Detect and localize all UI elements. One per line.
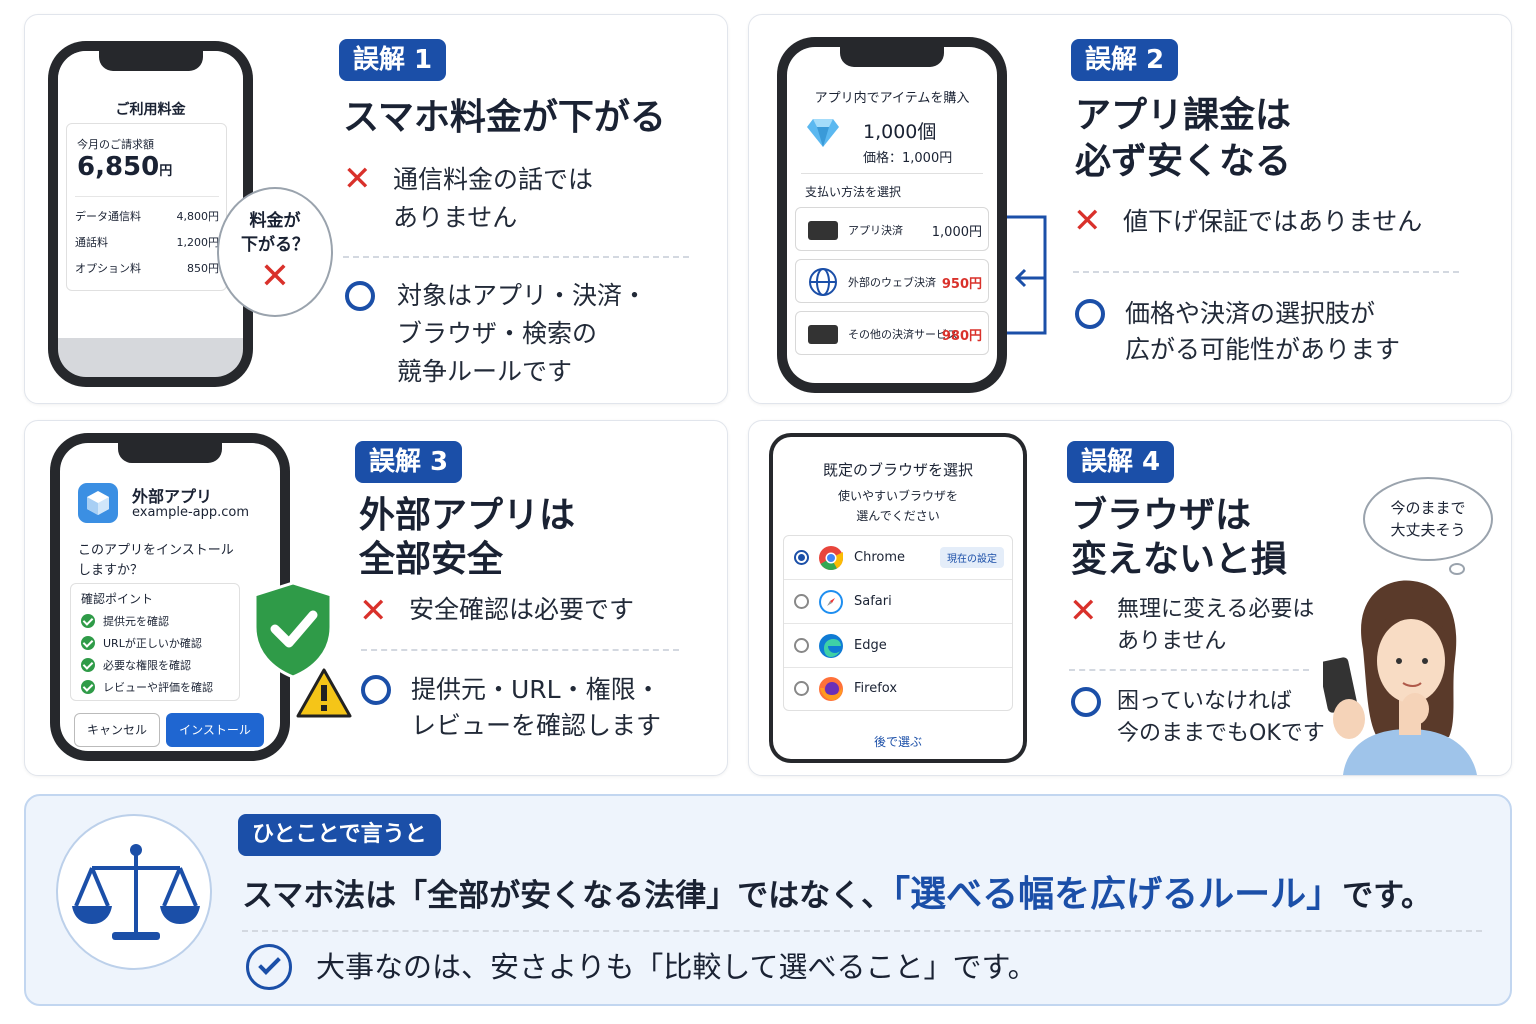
chrome-icon (818, 545, 844, 571)
scale-icon (72, 844, 200, 940)
summary-sub: 大事なのは、安さよりも「比較して選べること」です。 (316, 950, 1037, 984)
circle-icon (345, 281, 375, 311)
payment-option-app[interactable]: アプリ決済 1,000円 (795, 207, 989, 251)
safari-icon (818, 589, 844, 615)
browser-option-chrome[interactable]: Chrome 現在の設定 (784, 536, 1012, 580)
divider (1073, 271, 1459, 273)
myth-title-line: 必ず安くなる (1075, 141, 1292, 182)
shield-icon (249, 579, 337, 679)
diamond-icon (805, 115, 841, 151)
browser-option-firefox[interactable]: Firefox (784, 668, 1012, 710)
x-icon: ✕ (359, 591, 388, 631)
summary-panel: ひとことで言うと スマホ法は「全部が安くなる法律」ではなく、「選べる幅を広げるル… (24, 794, 1512, 1006)
myth-title-line: 全部安全 (359, 539, 504, 580)
radio-button[interactable] (794, 681, 809, 696)
myth-card-4: 既定のブラウザを選択 使いやすいブラウザを 選んでください Chrome 現在の… (748, 420, 1512, 776)
card-icon (808, 325, 838, 344)
myth-card-2: アプリ内でアイテムを購入 1,000個 価格：1,000円 支払い方法を選択 ア… (748, 14, 1512, 404)
woman-illustration (1318, 569, 1483, 775)
phone-install: 外部アプリ example-app.com このアプリをインストール しますか？… (50, 433, 290, 761)
summary-main: スマホ法は「全部が安くなる法律」ではなく、「選べる幅を広げるルール」です。 (242, 874, 1432, 915)
myth-title-line: アプリ課金は (1075, 95, 1292, 136)
bill-label: 今月のご請求額 (77, 138, 154, 151)
divider (361, 649, 679, 651)
billing-header: ご利用料金 (115, 102, 186, 118)
warning-icon (295, 667, 353, 719)
check-icon (81, 658, 95, 672)
bracket-arrow (1007, 215, 1049, 335)
myth-tag: 誤解 1 (339, 39, 447, 81)
install-button[interactable]: インストール (166, 713, 264, 747)
divider (1069, 669, 1309, 671)
check-icon (81, 680, 95, 694)
thought-bubble: 今のままで 大丈夫そう (1363, 477, 1493, 561)
speech-bubble: 料金が 下がる？ ✕ (217, 187, 333, 317)
x-icon: ✕ (259, 256, 291, 297)
circle-icon (361, 675, 391, 705)
radio-button[interactable] (794, 594, 809, 609)
check-icon (81, 636, 95, 650)
browser-option-edge[interactable]: Edge (784, 624, 1012, 668)
myth-tag: 誤解 4 (1067, 441, 1175, 483)
globe-icon (808, 267, 838, 297)
divider (242, 930, 1482, 932)
scale-emblem (56, 814, 212, 970)
myth-title-line: ブラウザは (1071, 495, 1252, 536)
circle-icon (1071, 687, 1101, 717)
phone-browser-choice: 既定のブラウザを選択 使いやすいブラウザを 選んでください Chrome 現在の… (769, 433, 1027, 763)
browser-option-safari[interactable]: Safari (784, 580, 1012, 624)
x-icon: ✕ (1073, 201, 1102, 241)
myth-tag: 誤解 3 (355, 441, 463, 483)
circle-icon (1075, 299, 1105, 329)
phone-purchase: アプリ内でアイテムを購入 1,000個 価格：1,000円 支払い方法を選択 ア… (777, 37, 1007, 393)
myth-card-3: 外部アプリ example-app.com このアプリをインストール しますか？… (24, 420, 728, 776)
app-icon (78, 483, 118, 523)
check-icon (81, 614, 95, 628)
summary-tag: ひとことで言うと (238, 814, 441, 856)
check-circle-icon (246, 944, 292, 990)
myth-tag: 誤解 2 (1071, 39, 1179, 81)
x-icon: ✕ (343, 159, 372, 199)
myth-title-line: 変えないと損 (1071, 539, 1288, 580)
card-icon (808, 221, 838, 240)
current-setting-badge: 現在の設定 (940, 547, 1004, 568)
x-icon: ✕ (1069, 591, 1098, 631)
edge-icon (818, 633, 844, 659)
myth-title: スマホ料金が下がる (343, 97, 666, 138)
radio-button[interactable] (794, 550, 809, 565)
payment-option-web[interactable]: 外部のウェブ決済 950円 (795, 259, 989, 303)
choose-later-link[interactable]: 後で選ぶ (873, 735, 922, 749)
myth-title-line: 外部アプリは (359, 495, 576, 536)
browser-list: Chrome 現在の設定 Safari Edge (783, 535, 1013, 711)
bill-amount: 6,850円 (77, 152, 173, 182)
radio-button[interactable] (794, 638, 809, 653)
firefox-icon (818, 676, 844, 702)
checklist-box: 確認ポイント 提供元を確認 URLが正しいか確認 必要な権限を確認 レビューや評… (70, 583, 240, 701)
payment-option-other[interactable]: その他の決済サービス 980円 (795, 311, 989, 355)
cancel-button[interactable]: キャンセル (74, 713, 160, 747)
divider (343, 256, 689, 258)
